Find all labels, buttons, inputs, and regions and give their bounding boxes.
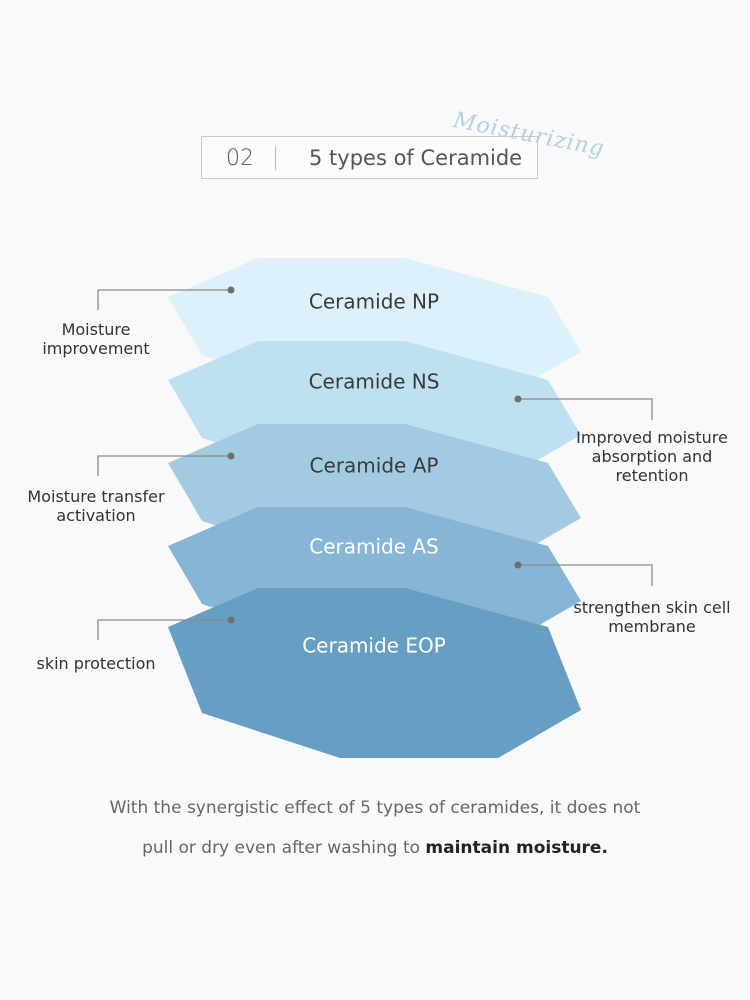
callout-label-ceramide-ap: Moisture transfer activation: [27, 487, 165, 525]
callout-label-ceramide-ns: Improved moisture absorption and retenti…: [576, 428, 728, 485]
layer-label-ceramide-ns: Ceramide NS: [309, 370, 440, 394]
leader-dot-ceramide-eop: [227, 616, 235, 624]
callout-label-ceramide-eop: skin protection: [36, 654, 156, 673]
section-title-box: 02 5 types of Ceramide: [201, 136, 538, 179]
layer-label-ceramide-np: Ceramide NP: [309, 290, 439, 314]
layer-label-ceramide-ap: Ceramide AP: [310, 454, 439, 478]
leader-line-ceramide-ap: [97, 455, 231, 476]
section-number: 02: [226, 146, 254, 171]
leader-dot-ceramide-ns: [514, 395, 522, 403]
callout-label-ceramide-as: strengthen skin cell membrane: [573, 598, 731, 636]
caption-emphasis: maintain moisture.: [425, 838, 608, 858]
caption-line-2-prefix: pull or dry even after washing to: [142, 838, 426, 858]
section-title: 5 types of Ceramide: [309, 146, 523, 170]
leader-line-ceramide-as: [518, 564, 653, 586]
caption: With the synergistic effect of 5 types o…: [0, 788, 750, 868]
leader-dot-ceramide-np: [227, 286, 235, 294]
layer-plate-ceramide-eop: [168, 588, 581, 758]
layer-label-ceramide-eop: Ceramide EOP: [302, 634, 446, 658]
caption-line-2: pull or dry even after washing to mainta…: [0, 828, 750, 868]
leader-dot-ceramide-ap: [227, 452, 235, 460]
caption-line-1: With the synergistic effect of 5 types o…: [109, 798, 641, 818]
leader-line-ceramide-np: [97, 289, 231, 310]
leader-line-ceramide-ns: [518, 398, 653, 420]
leader-dot-ceramide-as: [514, 561, 522, 569]
callout-label-ceramide-np: Moisture improvement: [42, 320, 150, 358]
layer-label-ceramide-as: Ceramide AS: [309, 535, 439, 559]
title-divider: [275, 146, 276, 170]
leader-line-ceramide-eop: [97, 619, 231, 640]
